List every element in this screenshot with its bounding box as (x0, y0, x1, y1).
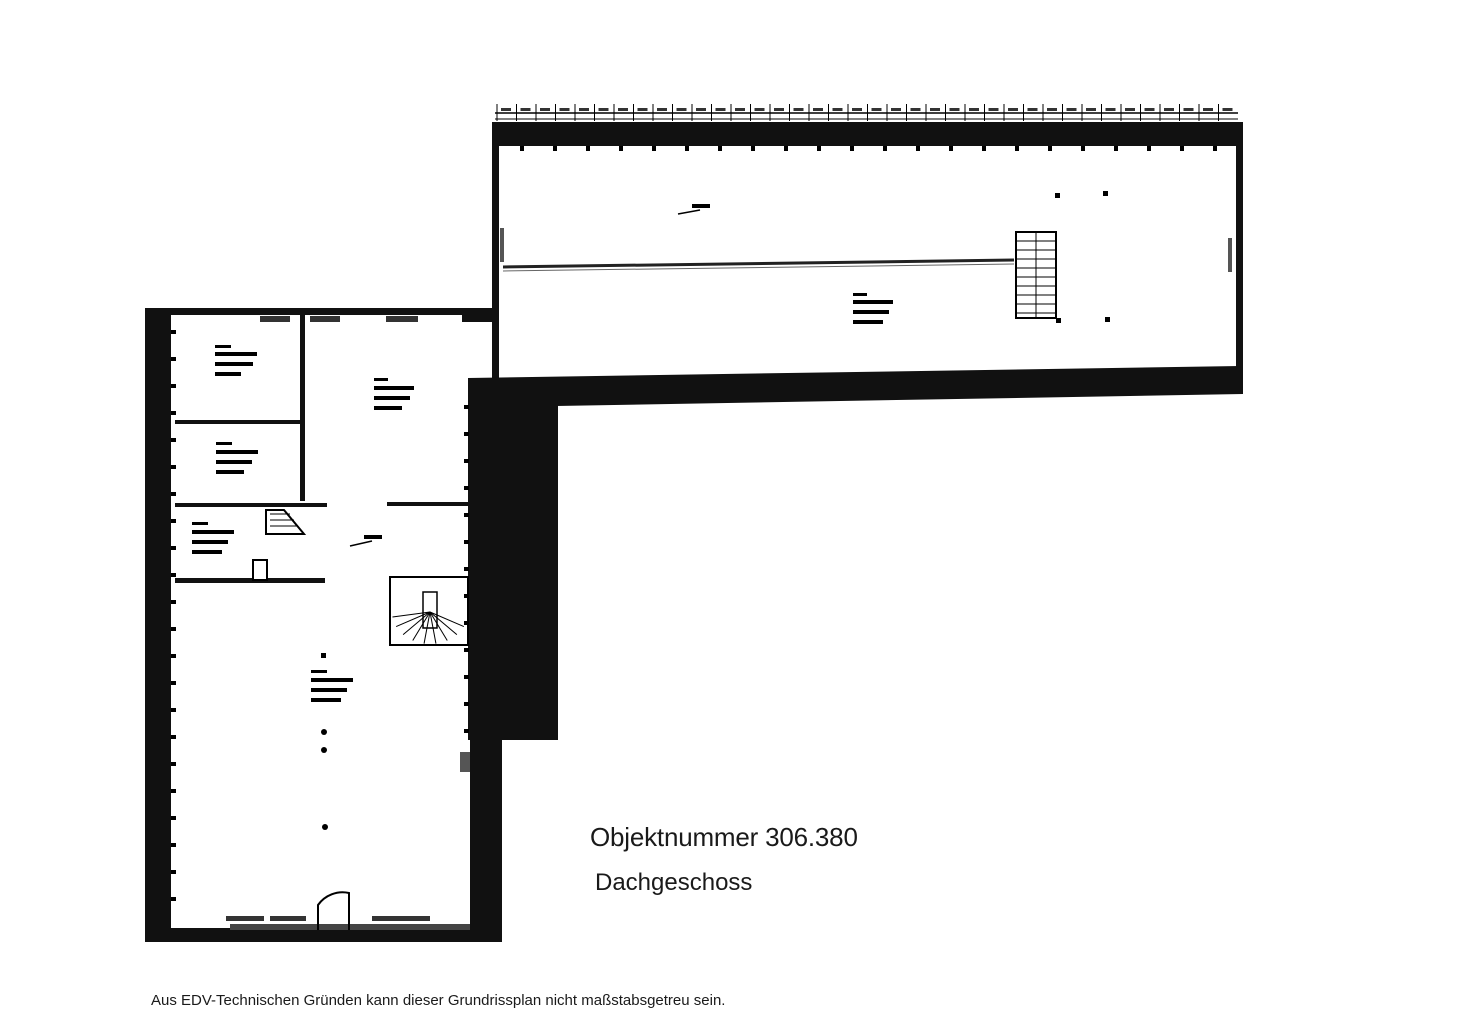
lower-staircase (389, 576, 469, 646)
partition (387, 502, 469, 506)
column-marker (1056, 318, 1061, 323)
partition (175, 420, 301, 424)
room-label-block (215, 345, 257, 376)
upper-bottom-wall (468, 366, 1243, 406)
column-marker (1105, 317, 1110, 322)
upper-top-wall (492, 122, 1240, 146)
height-marker (349, 535, 382, 547)
room-label-block (374, 378, 414, 410)
dimension-ticks (496, 104, 1233, 121)
entrance-door (317, 891, 350, 930)
upper-staircase (1015, 231, 1057, 319)
upper-right-wall (1236, 122, 1243, 394)
lower-wing (145, 308, 558, 942)
height-marker (677, 204, 710, 215)
column-marker (1103, 191, 1108, 196)
column-marker (321, 747, 327, 753)
lower-bottom-wall (150, 928, 502, 942)
upper-left-wall (492, 122, 499, 380)
core-mass (468, 378, 558, 740)
partition (175, 503, 327, 507)
upper-wing (468, 104, 1243, 406)
partition (175, 578, 325, 583)
column-marker (321, 729, 327, 735)
column-marker (322, 824, 328, 830)
room-label-block (311, 670, 353, 702)
upper-partition (502, 258, 1015, 269)
top-dimension-strip (495, 104, 1238, 121)
floor-name: Dachgeschoss (595, 869, 753, 896)
column-marker (1055, 193, 1060, 198)
column-marker (321, 653, 326, 658)
lower-right-wall (470, 740, 502, 936)
lower-left-wall (145, 312, 171, 942)
room-label-block (192, 522, 234, 554)
lower-top-wall (145, 308, 497, 315)
disclaimer: Aus EDV-Technischen Gründen kann dieser … (151, 992, 726, 1009)
room-label-block (216, 442, 258, 474)
partition (300, 315, 305, 501)
room-label-block (853, 293, 893, 324)
object-number: Objektnummer 306.380 (590, 822, 858, 852)
